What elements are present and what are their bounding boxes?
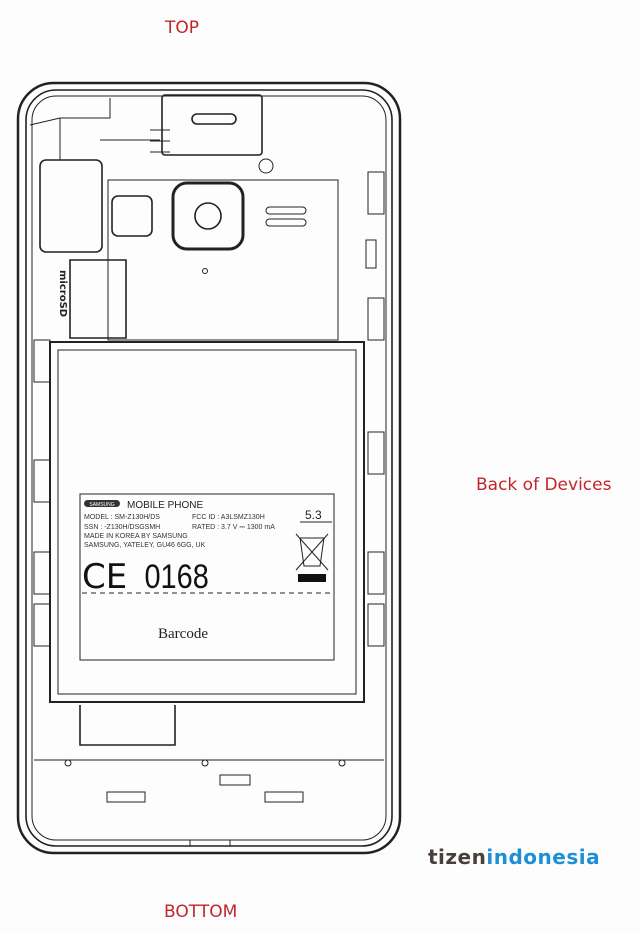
svg-text:MODEL : SM-Z130H/DS: MODEL : SM-Z130H/DS <box>84 514 160 521</box>
svg-text:MADE IN KOREA BY SAMSUNG: MADE IN KOREA BY SAMSUNG <box>84 533 188 540</box>
phone-body <box>16 81 402 855</box>
battery <box>49 341 365 746</box>
sim-slot <box>29 98 160 253</box>
barcode-text: Barcode <box>158 626 208 642</box>
earpiece-speaker <box>150 94 263 156</box>
microsd-slot: microSD <box>57 259 127 339</box>
microsd-text: microSD <box>57 270 68 317</box>
camera-lens <box>171 181 245 251</box>
mic-hole <box>202 268 208 274</box>
svg-text:RATED : 3.7 V ⎓ 1300 mA: RATED : 3.7 V ⎓ 1300 mA <box>192 524 275 531</box>
sensor-window <box>111 195 153 237</box>
svg-text:SAMSUNG: SAMSUNG <box>89 502 114 508</box>
screw-hole <box>258 158 274 174</box>
svg-text:SSN : -Z130H/DSGSMH: SSN : -Z130H/DSGSMH <box>84 524 160 531</box>
dimension-label: 5.3 <box>305 508 322 522</box>
back-of-devices-label: Back of Devices <box>476 475 612 495</box>
svg-text:SAMSUNG, YATELEY, GU46 6GG, UK: SAMSUNG, YATELEY, GU46 6GG, UK <box>84 542 206 549</box>
side-clips <box>33 171 385 647</box>
bottom-label: BOTTOM <box>164 902 238 922</box>
svg-text:MOBILE PHONE: MOBILE PHONE <box>127 500 203 511</box>
camera-plate <box>107 179 339 341</box>
tizenindonesia-logo: tizenindonesia <box>428 845 601 869</box>
ce-mark: CE <box>82 557 127 597</box>
ce-number: 0168 <box>145 557 209 596</box>
flash-slots <box>265 206 307 227</box>
battery-label: SAMSUNG MOBILE PHONE MODEL : SM-Z130H/DS… <box>79 493 335 661</box>
bottom-frame <box>34 759 384 847</box>
svg-text:FCC ID : A3LSMZ130H: FCC ID : A3LSMZ130H <box>192 514 265 521</box>
weee-bin-icon <box>295 533 329 582</box>
top-label: TOP <box>165 18 200 38</box>
